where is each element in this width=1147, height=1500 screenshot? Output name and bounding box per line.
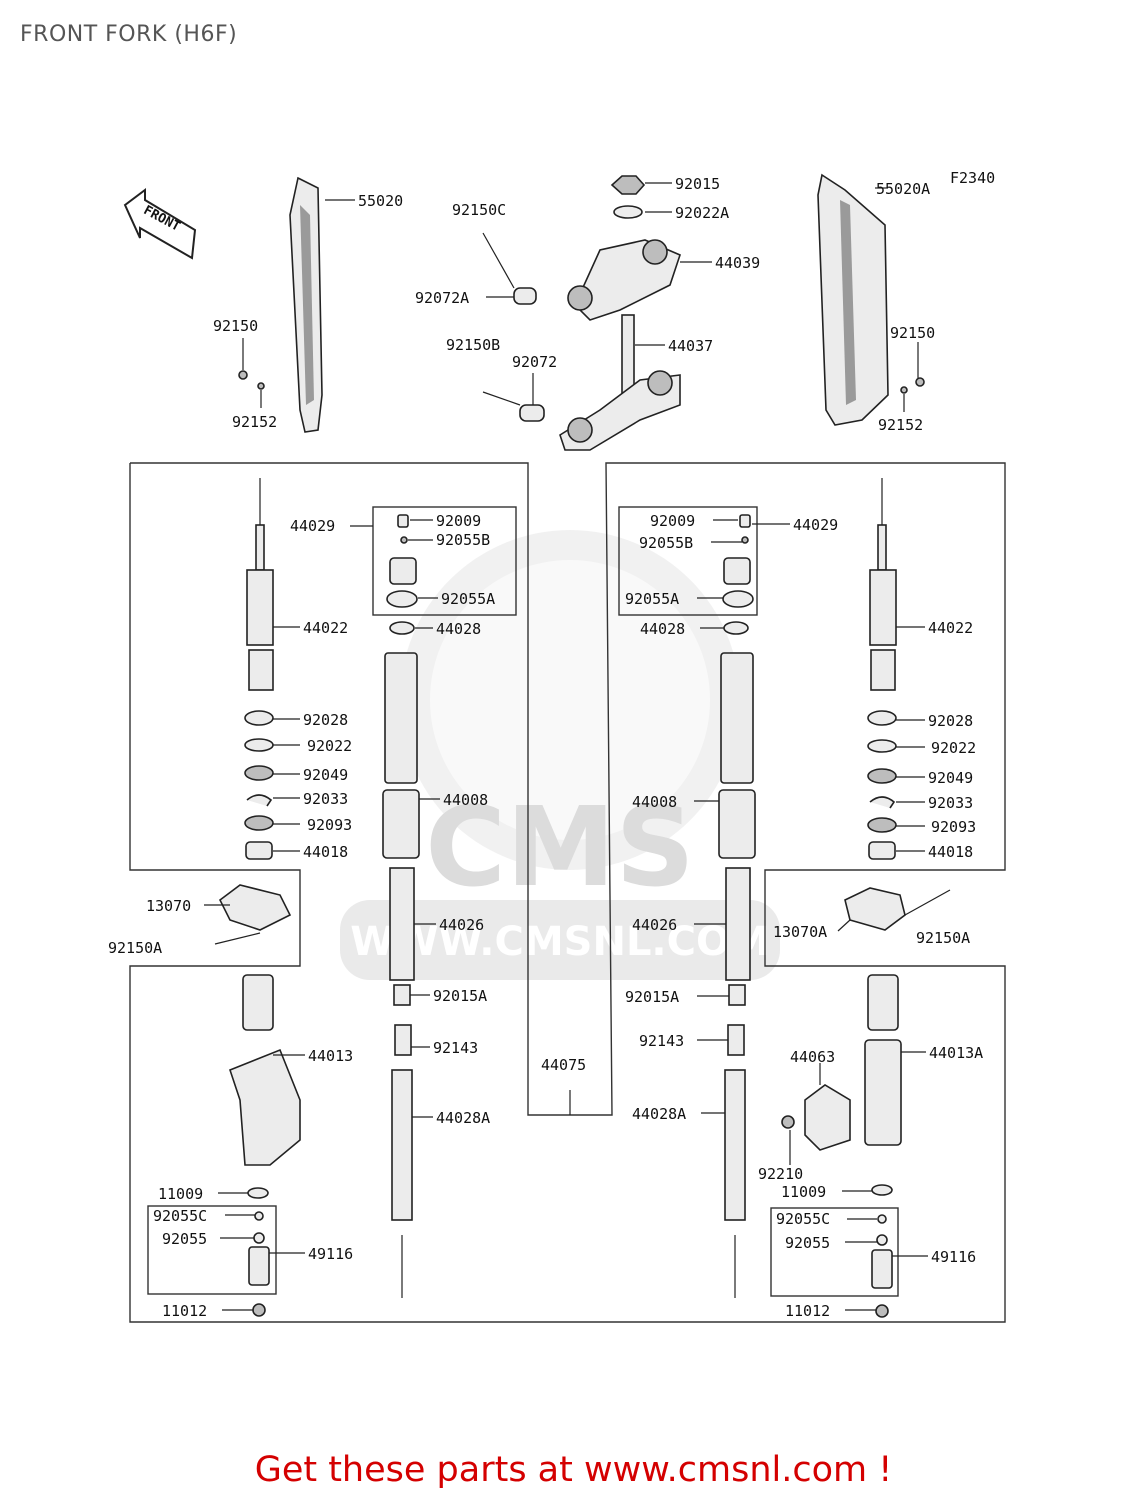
part-label: 92033 xyxy=(303,790,348,808)
part-label: 92150A xyxy=(916,929,970,947)
cms-watermark: CMS WWW.CMSNL.COM xyxy=(340,530,780,980)
part-label: 55020A xyxy=(876,180,930,198)
part-label: 92049 xyxy=(928,769,973,787)
stem-nut-icon xyxy=(610,175,646,195)
part-label: 44028A xyxy=(436,1109,490,1127)
part-label: 92022 xyxy=(931,739,976,757)
part-label: 44028A xyxy=(632,1105,686,1123)
part-label: 44063 xyxy=(790,1048,835,1066)
part-label: 44026 xyxy=(632,916,677,934)
part-label: 44018 xyxy=(303,843,348,861)
part-label: 44028 xyxy=(436,620,481,638)
part-label: 92033 xyxy=(928,794,973,812)
part-label: 44022 xyxy=(303,619,348,637)
part-label: 44022 xyxy=(928,619,973,637)
part-label: 44026 xyxy=(439,916,484,934)
part-label: 92009 xyxy=(436,512,481,530)
part-label: 92055B xyxy=(436,531,490,549)
part-label: 44037 xyxy=(668,337,713,355)
part-label: 92055 xyxy=(162,1230,207,1248)
part-label: 11012 xyxy=(785,1302,830,1320)
part-label: 92152 xyxy=(232,413,277,431)
part-label: 44018 xyxy=(928,843,973,861)
figure-code: F2340 xyxy=(950,169,995,187)
part-label: 92143 xyxy=(433,1039,478,1057)
part-label: 13070A xyxy=(773,923,827,941)
part-label: 92150 xyxy=(213,317,258,335)
valve-subassembly-left-box xyxy=(147,1205,277,1295)
part-label: 49116 xyxy=(308,1245,353,1263)
part-labels: 55020 55020A 92150 92152 92150 92152 920… xyxy=(108,175,983,1320)
fork-guard-right xyxy=(817,173,889,426)
upper-clamp xyxy=(567,239,681,321)
part-label: 92015A xyxy=(433,987,487,1005)
part-label: 92152 xyxy=(878,416,923,434)
front-direction-arrow: FRONT xyxy=(123,188,197,260)
part-label: 44028 xyxy=(640,620,685,638)
part-label: 92055A xyxy=(625,590,679,608)
left-right-fork-frames xyxy=(129,462,1006,1323)
cap-subassembly-left-box xyxy=(372,506,517,616)
part-label: 92015 xyxy=(675,175,720,193)
part-label: 44013A xyxy=(929,1044,983,1062)
bolt-icon xyxy=(238,370,248,380)
part-label: 92028 xyxy=(303,711,348,729)
right-fork-parts xyxy=(718,478,951,1318)
part-label: 13070 xyxy=(146,897,191,915)
part-label: 49116 xyxy=(931,1248,976,1266)
page-title: FRONT FORK (H6F) xyxy=(20,22,238,47)
part-label: 11012 xyxy=(162,1302,207,1320)
part-label: 92009 xyxy=(650,512,695,530)
washer-icon xyxy=(900,386,908,394)
part-label: 92150C xyxy=(452,201,506,219)
part-label: 44029 xyxy=(290,517,335,535)
part-label: 92150B xyxy=(446,336,500,354)
part-label: 44039 xyxy=(715,254,760,272)
clamp-cap-icon xyxy=(519,404,545,422)
part-label: 92055C xyxy=(776,1210,830,1228)
part-label: 92049 xyxy=(303,766,348,784)
part-label: 44075 xyxy=(541,1056,586,1074)
part-label: 92022 xyxy=(307,737,352,755)
part-label: 92022A xyxy=(675,204,729,222)
leader-lines xyxy=(204,182,928,1311)
watermark-url: WWW.CMSNL.COM xyxy=(350,919,770,965)
part-label: 92015A xyxy=(625,988,679,1006)
part-label: 92055 xyxy=(785,1234,830,1252)
part-label: 92055A xyxy=(441,590,495,608)
stem-washer-icon xyxy=(613,205,643,219)
cap-subassembly-right-box xyxy=(618,506,758,616)
valve-subassembly-right-box xyxy=(770,1207,899,1297)
part-label: 92143 xyxy=(639,1032,684,1050)
part-label: 92093 xyxy=(931,818,976,836)
part-label: 92093 xyxy=(307,816,352,834)
part-label: 92028 xyxy=(928,712,973,730)
watermark-brand: CMS xyxy=(425,783,694,911)
part-label: 44029 xyxy=(793,516,838,534)
bolt-icon xyxy=(915,377,925,387)
get-parts-link[interactable]: Get these parts at www.cmsnl.com ! xyxy=(254,1450,893,1490)
washer-icon xyxy=(257,382,265,390)
fork-guard-left xyxy=(289,176,323,433)
part-label: 44008 xyxy=(443,791,488,809)
part-label: 55020 xyxy=(358,192,403,210)
part-label: 92072A xyxy=(415,289,469,307)
part-label: 44008 xyxy=(632,793,677,811)
part-label: 92055B xyxy=(639,534,693,552)
part-label: 11009 xyxy=(781,1183,826,1201)
steering-stem xyxy=(559,314,681,451)
part-label: 92210 xyxy=(758,1165,803,1183)
part-label: 92150 xyxy=(890,324,935,342)
part-label: 92072 xyxy=(512,353,557,371)
part-label: 92055C xyxy=(153,1207,207,1225)
clamp-cap-icon xyxy=(513,287,537,305)
part-label: 11009 xyxy=(158,1185,203,1203)
part-label: 92150A xyxy=(108,939,162,957)
part-label: 44013 xyxy=(308,1047,353,1065)
left-fork-parts xyxy=(214,478,420,1317)
